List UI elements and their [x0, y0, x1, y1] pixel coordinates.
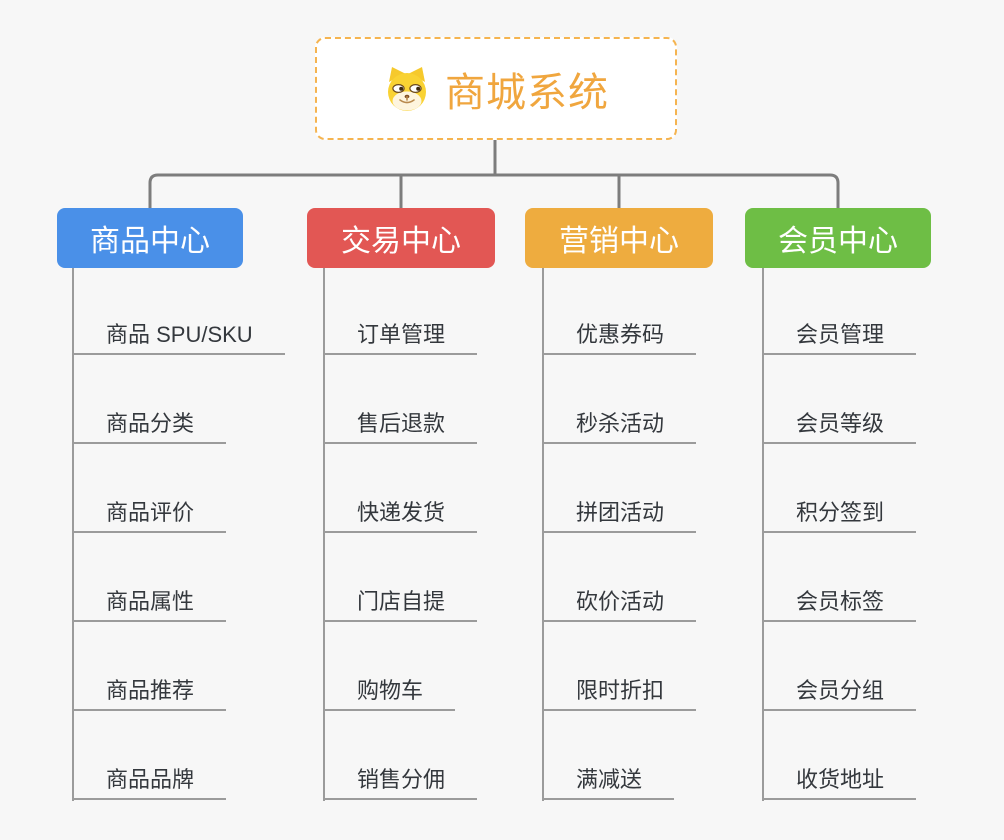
subtopic-item[interactable]: 商品品牌 [72, 711, 227, 800]
subtopic-item[interactable]: 会员管理 [762, 266, 917, 355]
subtopic-item[interactable]: 商品分类 [72, 355, 227, 444]
subtopic-item[interactable]: 满减送 [542, 711, 675, 800]
subtopic-item[interactable]: 收货地址 [762, 711, 917, 800]
subtopic-item[interactable]: 会员标签 [762, 533, 917, 622]
root-label: 商城系统 [445, 70, 609, 115]
subtopic-item[interactable]: 限时折扣 [542, 622, 697, 711]
subtopic-item[interactable]: 售后退款 [323, 355, 478, 444]
doge-face-icon [383, 65, 431, 113]
subtopic-item[interactable]: 砍价活动 [542, 533, 697, 622]
subtopic-item[interactable]: 商品评价 [72, 444, 227, 533]
subtopic-item[interactable]: 商品推荐 [72, 622, 227, 711]
subtopic-item[interactable]: 快递发货 [323, 444, 478, 533]
subtopic-item[interactable]: 会员等级 [762, 355, 917, 444]
subtopic-item[interactable]: 拼团活动 [542, 444, 697, 533]
subtopic-item[interactable]: 会员分组 [762, 622, 917, 711]
subtopic-item[interactable]: 销售分佣 [323, 711, 478, 800]
branch-column-marketing: 优惠券码 秒杀活动 拼团活动 砍价活动 限时折扣 满减送 [542, 266, 697, 800]
subtopic-item[interactable]: 商品 SPU/SKU [72, 266, 285, 355]
subtopic-item[interactable]: 秒杀活动 [542, 355, 697, 444]
subtopic-item[interactable]: 购物车 [323, 622, 456, 711]
subtopic-item[interactable]: 商品属性 [72, 533, 227, 622]
branch-column-products: 商品 SPU/SKU 商品分类 商品评价 商品属性 商品推荐 商品品牌 [72, 266, 285, 800]
branch-column-members: 会员管理 会员等级 积分签到 会员标签 会员分组 收货地址 [762, 266, 917, 800]
subtopic-item[interactable]: 门店自提 [323, 533, 478, 622]
branch-node-members[interactable]: 会员中心 [745, 208, 931, 268]
branch-node-trade[interactable]: 交易中心 [307, 208, 495, 268]
root-node[interactable]: 商城系统 [315, 37, 677, 140]
branch-node-products[interactable]: 商品中心 [57, 208, 243, 268]
branch-node-marketing[interactable]: 营销中心 [525, 208, 713, 268]
subtopic-item[interactable]: 积分签到 [762, 444, 917, 533]
subtopic-item[interactable]: 优惠券码 [542, 266, 697, 355]
subtopic-item[interactable]: 订单管理 [323, 266, 478, 355]
branch-column-trade: 订单管理 售后退款 快递发货 门店自提 购物车 销售分佣 [323, 266, 478, 800]
